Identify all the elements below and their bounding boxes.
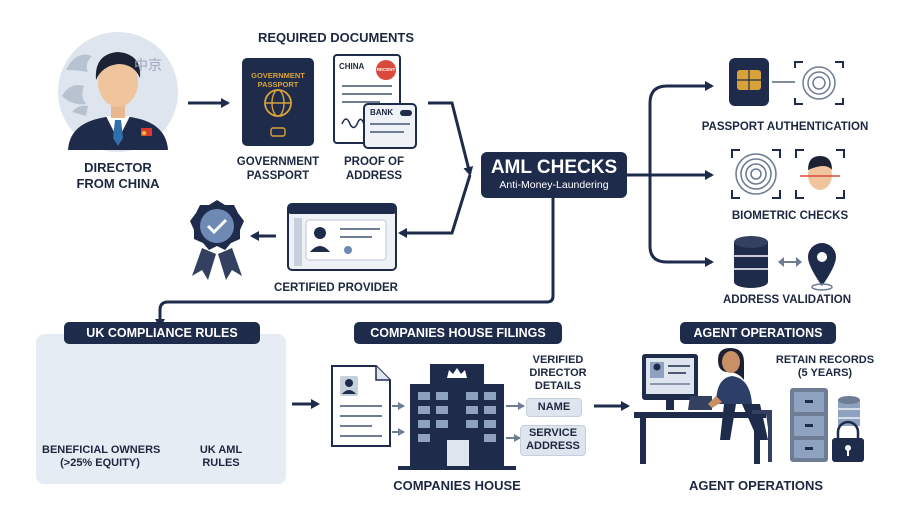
director-badge-text: 中京 [134, 57, 162, 73]
director-portrait [58, 32, 178, 152]
passport-label-line1: GOVERNMENT [236, 156, 320, 168]
uk-compliance-panel [36, 334, 286, 484]
database-icon [734, 236, 768, 288]
companies-house-label: COMPANIES HOUSE [393, 478, 521, 493]
beneficial-owners-label-line1: BENEFICIAL OWNERS [42, 444, 161, 456]
name-tag: NAME [526, 398, 582, 417]
documents-to-aml-arrow [428, 101, 474, 176]
passport-authentication-label: PASSPORT AUTHENTICATION [701, 121, 869, 133]
location-pin-icon [808, 243, 836, 291]
beneficial-owners-label-line2: (>25% EQUITY) [60, 457, 140, 469]
uk-aml-rules-label-line1: UK AML [199, 444, 243, 456]
two-way-arrow-icon [778, 257, 802, 267]
passport-label-line2: PASSPORT [246, 170, 310, 182]
required-documents-heading: REQUIRED DOCUMENTS [257, 30, 414, 45]
aml-to-passport-auth-arrow [627, 81, 714, 177]
verified-director-details-line2: DIRECTOR [529, 367, 587, 379]
address-validation-label: ADDRESS VALIDATION [723, 294, 851, 306]
lock-icon [832, 420, 864, 462]
uk-aml-rules-label-line2: RULES [202, 457, 240, 469]
service-address-tag: SERVICE ADDRESS [520, 425, 586, 456]
agent-workstation-icon [634, 354, 766, 464]
agent-person-icon [708, 348, 772, 462]
verified-director-details-line1: VERIFIED [532, 354, 584, 366]
aml-to-uk-rules-arrow [155, 198, 555, 328]
biometric-checks-label: BIOMETRIC CHECKS [731, 210, 849, 222]
aml-subtitle: Anti-Money-Laundering [499, 179, 609, 191]
fingerprint-icon [731, 149, 781, 199]
records-database-icon [838, 396, 860, 426]
passport-cover-text-2: PASSPORT [257, 80, 299, 89]
service-address-line2: ADDRESS [526, 439, 580, 452]
proof-label-line2: ADDRESS [345, 170, 403, 182]
verified-director-details-line3: DETAILS [534, 380, 582, 392]
companies-house-filings-title: COMPANIES HOUSE FILINGS [354, 322, 562, 344]
agent-operations-footer: AGENT OPERATIONS [688, 478, 824, 493]
filing-cabinet-icon [790, 388, 828, 462]
agent-operations-title: AGENT OPERATIONS [680, 322, 836, 344]
chip-card-icon [729, 58, 769, 106]
certified-provider-label: CERTIFIED PROVIDER [274, 282, 398, 294]
aml-checks-box: AML CHECKS Anti-Money-Laundering [481, 152, 627, 198]
aml-to-certified-provider-arrow [398, 174, 472, 238]
aml-title: AML CHECKS [490, 157, 618, 178]
aml-to-address-validation-arrow [648, 175, 714, 267]
retain-records-line2: (5 YEARS) [797, 367, 853, 379]
filing-document-icon [331, 365, 391, 447]
companies-house-building-icon [398, 364, 516, 470]
proof-of-address-icon [333, 54, 417, 149]
bank-text: BANK [370, 108, 394, 117]
proof-stamp-text: RECENT [376, 67, 396, 72]
passport-icon [242, 58, 314, 146]
passport-cover-text-1: GOVERNMENT [251, 71, 305, 80]
director-label-line2: FROM CHINA [76, 176, 160, 191]
retain-records-line1: RETAIN RECORDS [775, 354, 875, 366]
uk-compliance-rules-title: UK COMPLIANCE RULES [64, 322, 260, 344]
certified-badge-icon [190, 200, 244, 280]
provider-window-icon [287, 203, 397, 271]
proof-country-text: CHINA [339, 62, 365, 71]
service-address-line1: SERVICE [528, 427, 578, 439]
director-label-line1: DIRECTOR [84, 160, 152, 175]
face-scan-icon [795, 149, 845, 199]
proof-label-line1: PROOF OF [343, 156, 405, 168]
fingerprint-scan-icon [794, 61, 844, 105]
